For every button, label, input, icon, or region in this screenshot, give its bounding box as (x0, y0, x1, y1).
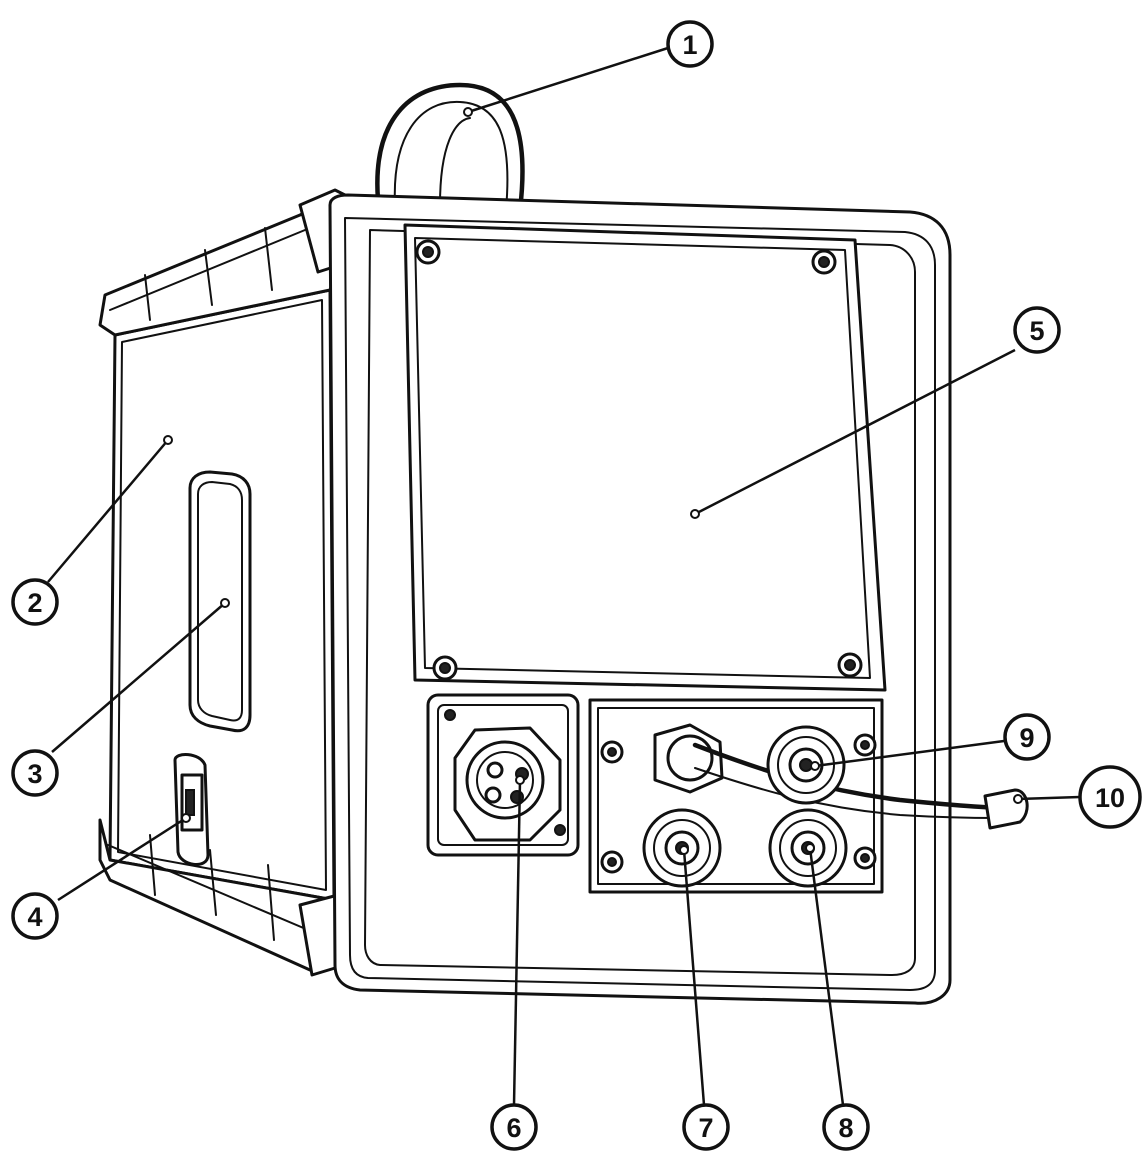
leader-1 (467, 46, 669, 114)
callout-4-label: 4 (27, 902, 42, 932)
coupling-9 (766, 725, 846, 805)
leader-5 (694, 348, 1016, 516)
leader-7-dot (679, 845, 689, 855)
callout-1-label: 1 (682, 30, 697, 60)
callout-2-circle (11, 578, 59, 626)
callout-4: 4 (11, 892, 59, 940)
leader-3 (51, 602, 226, 753)
leader-9 (814, 739, 1005, 768)
leader-lines (47, 46, 1081, 1106)
leader-2 (47, 439, 169, 583)
callout-9-circle (1003, 713, 1051, 761)
callout-1: 1 (666, 20, 714, 68)
callout-2-label: 2 (27, 588, 42, 618)
side-socket (173, 753, 210, 866)
callout-10: 10 (1078, 765, 1142, 829)
callout-3: 3 (11, 749, 59, 797)
leader-4-dot (181, 813, 191, 823)
callout-8-circle (822, 1103, 870, 1151)
callout-9: 9 (1003, 713, 1051, 761)
leader-1-dot (463, 107, 473, 117)
callout-5-label: 5 (1029, 316, 1044, 346)
leader-9-dot (810, 761, 820, 771)
callout-8-label: 8 (838, 1113, 853, 1143)
callout-6: 6 (490, 1103, 538, 1151)
callout-10-label: 10 (1095, 783, 1125, 813)
top-handle (375, 82, 525, 213)
callout-7: 7 (682, 1103, 730, 1151)
callout-3-circle (11, 749, 59, 797)
callout-7-label: 7 (698, 1113, 713, 1143)
leader-6-dot (515, 775, 525, 785)
leader-8-dot (805, 843, 815, 853)
side-window (188, 470, 252, 733)
leader-5-dot (690, 509, 700, 519)
callout-6-label: 6 (506, 1113, 521, 1143)
callout-4-circle (11, 892, 59, 940)
control-cable (653, 723, 1029, 830)
leader-6 (512, 779, 522, 1106)
leader-3-dot (220, 598, 230, 608)
callout-2: 2 (11, 578, 59, 626)
callout-8: 8 (822, 1103, 870, 1151)
callout-5-circle (1013, 306, 1061, 354)
callout-10-circle (1078, 765, 1142, 829)
main-connector-panel (426, 693, 580, 857)
leader-10 (1017, 795, 1081, 801)
leader-8 (808, 847, 845, 1106)
callout-9-label: 9 (1019, 723, 1034, 753)
callout-1-circle (666, 20, 714, 68)
leader-10-dot (1013, 794, 1023, 804)
leader-4 (57, 816, 187, 902)
leader-7 (682, 849, 706, 1106)
front-panel (403, 223, 887, 692)
callout-5: 5 (1013, 306, 1061, 354)
callout-3-label: 3 (27, 759, 42, 789)
leader-2-dot (163, 435, 173, 445)
callout-6-circle (490, 1103, 538, 1151)
callout-7-circle (682, 1103, 730, 1151)
